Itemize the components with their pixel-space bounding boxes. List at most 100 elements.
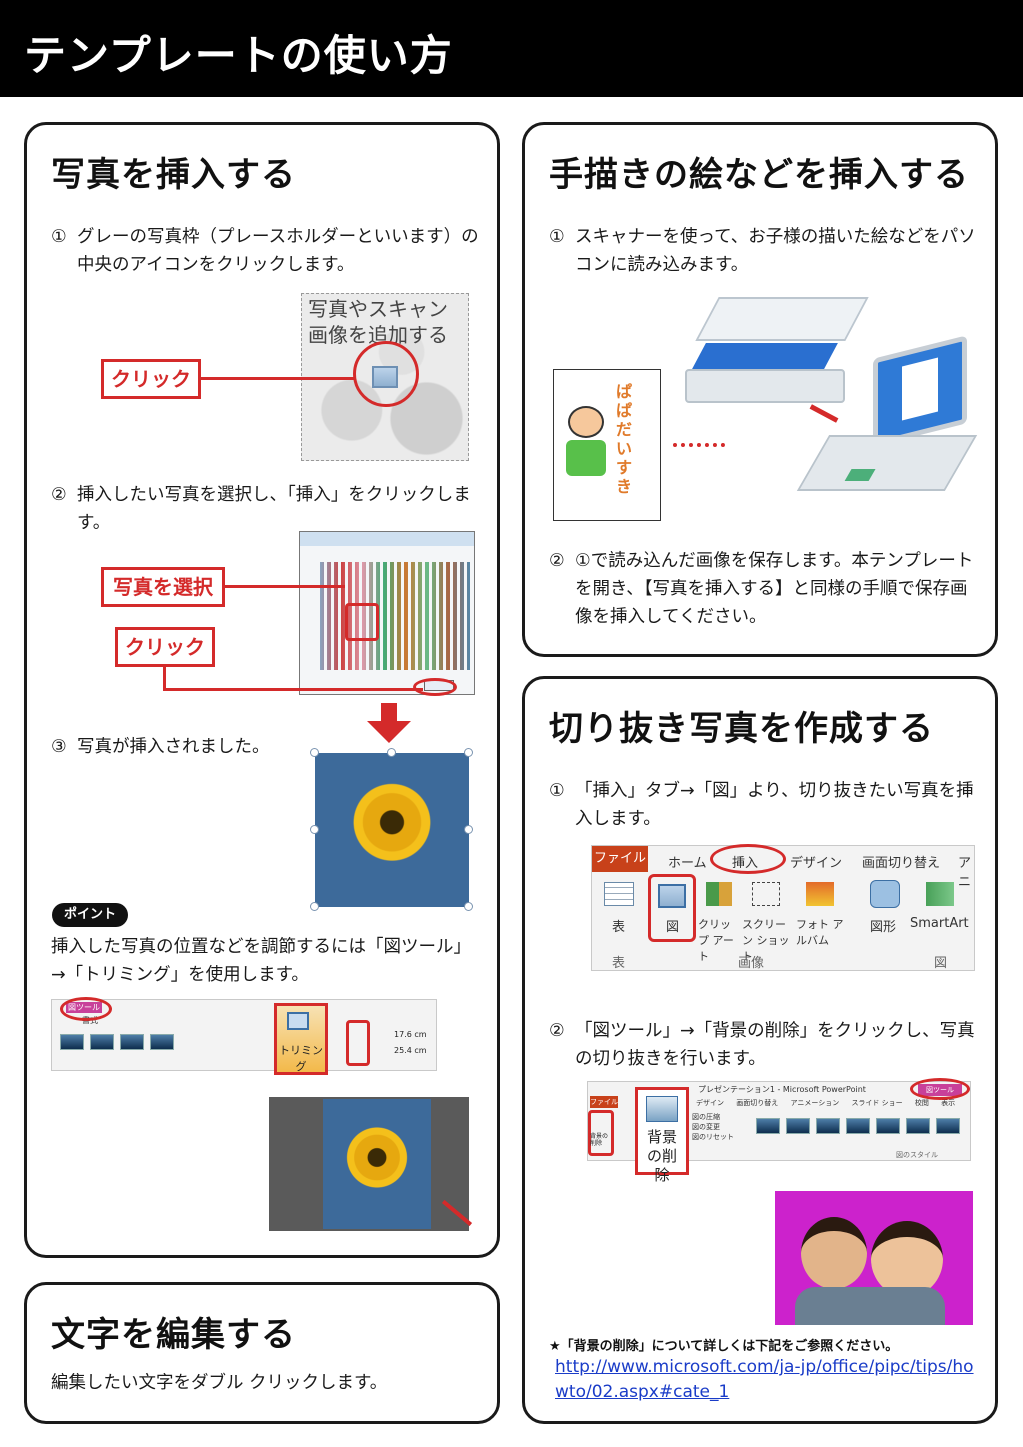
review-tab-2[interactable]: 校閲 (914, 1099, 929, 1107)
shapes-icon (870, 880, 900, 908)
remove-background-label: 背景の削除 (646, 1128, 677, 1184)
reference-note: ★「背景の削除」について詳しくは下記をご参照ください。 (549, 1339, 899, 1354)
laptop-touchpad (844, 469, 876, 481)
style-thumb[interactable] (756, 1118, 780, 1134)
step-text: グレーの写真枠（プレースホルダーといいます）の中央のアイコンをクリックします。 (77, 227, 479, 275)
insert-tab-highlight (710, 844, 786, 874)
children-photo-cutout[interactable] (775, 1191, 973, 1325)
callout-connector (199, 377, 355, 380)
step-text: 挿入したい写真を選択し、「挿入」をクリックします。 (77, 485, 471, 533)
microsoft-help-link[interactable]: http://www.microsoft.com/ja-jp/office/pi… (555, 1357, 974, 1402)
drawing-body (566, 440, 606, 476)
file-tab[interactable]: ファイル (592, 846, 648, 872)
size-width-field[interactable]: 25.4 cm (394, 1046, 427, 1055)
home-tab[interactable]: ホーム (668, 856, 707, 871)
compress-pictures-item[interactable]: 図の圧縮 (692, 1113, 720, 1121)
smartart-button[interactable]: SmartArt (910, 916, 969, 931)
laptop-screen (873, 335, 967, 447)
insert-photo-step3: ③ 写真が挿入されました。 (51, 733, 311, 761)
screenshot-button[interactable]: スクリーン ショット (742, 918, 790, 963)
edit-text-title: 文字を編集する (51, 1315, 296, 1355)
file-tab-2[interactable]: ファイル (590, 1096, 618, 1108)
ribbon2-title: プレゼンテーション1 - Microsoft PowerPoint (698, 1085, 866, 1094)
resize-handle[interactable] (387, 748, 396, 757)
change-picture-item[interactable]: 図の変更 (692, 1123, 720, 1131)
edit-text-panel: 文字を編集する 編集したい文字をダブル クリックします。 (24, 1282, 500, 1424)
resize-handle[interactable] (310, 748, 319, 757)
picture-styles-group: 図のスタイル (896, 1151, 938, 1159)
view-tab-2[interactable]: 表示 (941, 1099, 956, 1107)
resize-handle[interactable] (464, 902, 473, 911)
file-dialog-screenshot (299, 531, 475, 695)
design-tab[interactable]: デザイン (790, 856, 843, 871)
resize-handle[interactable] (464, 825, 473, 834)
table-button[interactable]: 表 (612, 920, 626, 935)
slideshow-tab-2[interactable]: スライド ショー (851, 1099, 903, 1107)
reset-picture-item[interactable]: 図のリセット (692, 1133, 734, 1141)
click-callout-2: クリック (115, 627, 215, 667)
small-remove-bg-label: 背景の削除 (590, 1133, 609, 1147)
child-face-left (801, 1217, 867, 1289)
style-thumb[interactable] (816, 1118, 840, 1134)
style-thumb[interactable] (936, 1118, 960, 1134)
handdrawn-title: 手描きの絵などを挿入する (549, 155, 969, 195)
resize-handle[interactable] (310, 825, 319, 834)
style-thumb[interactable] (90, 1034, 114, 1050)
small-remove-bg-highlight: 背景の削除 (588, 1110, 614, 1156)
style-thumb[interactable] (846, 1118, 870, 1134)
insert-photo-panel: 写真を挿入する ① グレーの写真枠（プレースホルダーといいます）の中央のアイコン… (24, 122, 500, 1258)
drawing-face (568, 406, 604, 438)
group-illustrations: 図 (934, 956, 948, 971)
insert-photo-step1: ① グレーの写真枠（プレースホルダーといいます）の中央のアイコンをクリックします… (51, 223, 481, 279)
point-badge: ポイント (52, 903, 128, 927)
selected-photo-highlight (345, 603, 379, 641)
transitions-tab-2[interactable]: 画面切り替え (736, 1099, 779, 1107)
photo-album-icon (806, 882, 834, 906)
picture-button[interactable]: 図 (666, 920, 680, 935)
group-images: 画像 (738, 956, 765, 971)
ribbon2-tab-list: デザイン 画面切り替え アニメーション スライド ショー 校閲 表示 (696, 1098, 955, 1108)
style-thumb[interactable] (150, 1034, 174, 1050)
step-number: ① (549, 781, 565, 801)
style-thumb[interactable] (906, 1118, 930, 1134)
smartart-icon (926, 882, 954, 906)
insert-ribbon: ファイル ホーム 挿入 デザイン 画面切り替え アニ 表 図 クリップ アート … (591, 844, 975, 971)
trim-button-zoom[interactable]: トリミング (274, 1003, 328, 1075)
select-connector (223, 585, 345, 588)
picture-tools-highlight (60, 997, 112, 1021)
shapes-button[interactable]: 図形 (870, 920, 897, 935)
click-connector-vertical (163, 667, 166, 691)
style-thumb[interactable] (876, 1118, 900, 1134)
cutout-step1: ① 「挿入」タブ→「図」より、切り抜きたい写真を挿入します。 (549, 777, 979, 833)
picture-tools-ribbon: 図ツール 書式 17.6 cm 25.4 cm (51, 997, 437, 1071)
insert-photo-title: 写真を挿入する (51, 155, 296, 195)
dialog-titlebar (300, 532, 474, 546)
photo-album-button[interactable]: フォト アルバム (796, 918, 844, 947)
dotted-arrow-icon (673, 443, 725, 447)
clipart-button[interactable]: クリップ アート (698, 918, 734, 963)
style-thumb[interactable] (60, 1034, 84, 1050)
animations-tab-2[interactable]: アニメーション (790, 1099, 840, 1107)
laptop-illustration (796, 335, 979, 503)
animations-tab[interactable]: アニ (958, 856, 972, 890)
size-height-field[interactable]: 17.6 cm (394, 1030, 427, 1039)
step-number: ② (549, 1021, 565, 1041)
select-photo-callout: 写真を選択 (101, 567, 225, 607)
remove-background-zoom-button[interactable]: 背景の削除 (635, 1087, 689, 1184)
inserted-sunflower-photo[interactable] (315, 753, 469, 907)
picture-tools-highlight-2 (910, 1078, 970, 1100)
style-thumb[interactable] (786, 1118, 810, 1134)
scanner-lid (695, 297, 869, 341)
laptop-keyboard (796, 435, 978, 491)
group-table: 表 (612, 956, 626, 971)
style-thumb[interactable] (120, 1034, 144, 1050)
design-tab-2[interactable]: デザイン (696, 1099, 724, 1107)
cropping-preview (269, 1097, 469, 1231)
handdrawn-step2: ② ①で読み込んだ画像を保存します。本テンプレートを開き、【写真を挿入する】と同… (549, 547, 979, 631)
insert-button-highlight (413, 678, 457, 696)
click-callout: クリック (101, 359, 201, 399)
transitions-tab[interactable]: 画面切り替え (862, 856, 941, 871)
resize-handle[interactable] (310, 902, 319, 911)
resize-handle[interactable] (464, 748, 473, 757)
down-arrow-head-icon (367, 721, 411, 743)
